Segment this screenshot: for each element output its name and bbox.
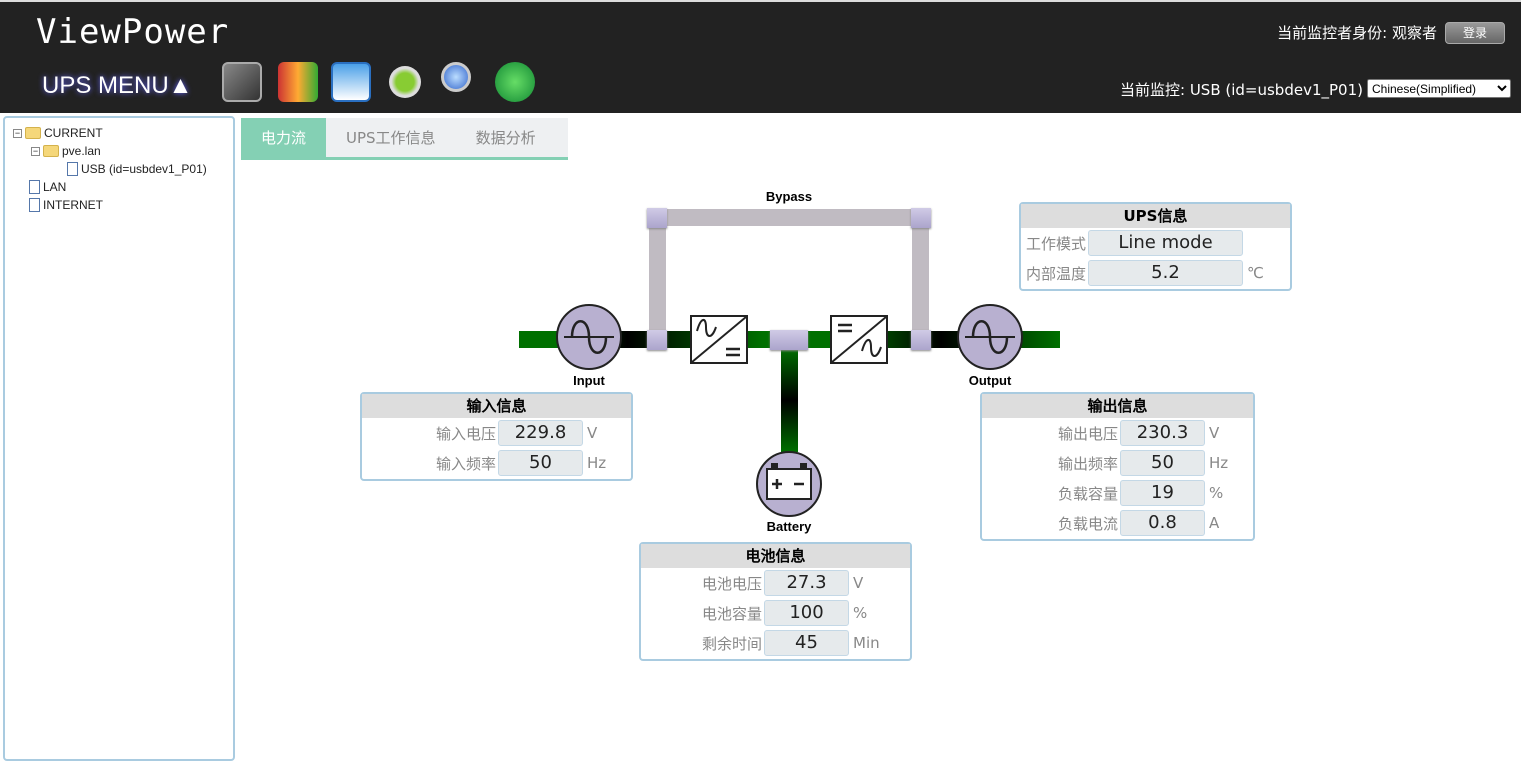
- gear-button-icon[interactable]: [389, 66, 421, 98]
- tree-item-device[interactable]: USB (id=usbdev1_P01): [67, 162, 207, 176]
- collapse-icon[interactable]: −: [31, 145, 40, 156]
- unit: Hz: [587, 454, 607, 472]
- login-button[interactable]: 登录: [1445, 22, 1505, 44]
- panel-title: UPS信息: [1021, 204, 1290, 228]
- document-icon: [29, 198, 40, 212]
- field-label: 剩余时间: [701, 634, 762, 653]
- battery-line: [781, 348, 798, 452]
- unit: ℃: [1247, 264, 1264, 282]
- tree-item-host[interactable]: −pve.lan: [31, 144, 101, 158]
- current-monitor-label: 当前监控: USB (id=usbdev1_P01): [1120, 81, 1363, 99]
- tab-ups-info[interactable]: UPS工作信息: [346, 129, 436, 147]
- unit: A: [1209, 514, 1220, 532]
- output-frequency-value: 50: [1120, 450, 1205, 476]
- battery-voltage-value: 27.3: [764, 570, 849, 596]
- tools-window-icon[interactable]: [331, 62, 371, 102]
- tree-item-internet[interactable]: INTERNET: [29, 198, 103, 212]
- field-label: 输出频率: [1057, 454, 1118, 473]
- document-icon: [67, 162, 78, 176]
- tree-item-lan[interactable]: LAN: [29, 180, 66, 194]
- bypass-line-left: [649, 209, 666, 339]
- input-label: Input: [573, 373, 605, 388]
- battery-capacity-value: 100: [764, 600, 849, 626]
- junction: [911, 208, 931, 228]
- refresh-icon[interactable]: [495, 62, 535, 102]
- input-voltage-value: 229.8: [498, 420, 583, 446]
- output-label: Output: [968, 373, 1012, 388]
- tab-power-flow[interactable]: 电力流: [241, 118, 327, 157]
- junction: [647, 330, 667, 350]
- field-label: 电池容量: [701, 604, 762, 623]
- junction: [770, 330, 808, 350]
- monitor-chart-icon[interactable]: [222, 62, 262, 102]
- bypass-line: [649, 209, 929, 226]
- panel-title: 输入信息: [362, 394, 631, 418]
- work-mode-value: Line mode: [1088, 230, 1243, 256]
- internal-temp-value: 5.2: [1088, 260, 1243, 286]
- bypass-label: Bypass: [765, 189, 813, 204]
- collapse-icon[interactable]: −: [13, 127, 22, 138]
- folder-icon: [25, 127, 41, 139]
- junction: [647, 208, 667, 228]
- tree-item-current[interactable]: −CURRENT: [13, 126, 103, 140]
- rectifier-icon: [690, 315, 748, 364]
- unit: Min: [853, 634, 880, 652]
- header: ViewPower UPS MENU▲ 当前监控者身份: 观察者 登录 当前监控…: [0, 0, 1521, 113]
- load-current-value: 0.8: [1120, 510, 1205, 536]
- tab-data-analysis[interactable]: 数据分析: [475, 129, 536, 147]
- unit: %: [853, 604, 868, 622]
- load-capacity-value: 19: [1120, 480, 1205, 506]
- input-ac-icon: [556, 304, 622, 370]
- panel-title: 电池信息: [641, 544, 910, 568]
- unit: Hz: [1209, 454, 1229, 472]
- unit: V: [587, 424, 598, 442]
- device-tree: −CURRENT −pve.lan USB (id=usbdev1_P01) L…: [3, 116, 235, 761]
- field-label: 负载电流: [1057, 514, 1118, 533]
- junction: [911, 330, 931, 350]
- folder-icon: [43, 145, 59, 157]
- books-chart-icon[interactable]: [278, 62, 318, 102]
- output-voltage-value: 230.3: [1120, 420, 1205, 446]
- document-icon: [29, 180, 40, 194]
- field-label: 输出电压: [1057, 424, 1118, 443]
- tab-bar: 电力流 UPS工作信息 数据分析: [241, 118, 568, 160]
- inverter-icon: [830, 315, 888, 364]
- bypass-line-right: [912, 209, 929, 339]
- unit: V: [853, 574, 864, 592]
- field-label: 工作模式: [1025, 234, 1086, 253]
- field-label: 输入电压: [435, 424, 496, 443]
- output-ac-icon: [957, 304, 1023, 370]
- battery-label: Battery: [766, 519, 812, 534]
- panel-title: 输出信息: [982, 394, 1253, 418]
- magnifier-icon[interactable]: [441, 62, 471, 92]
- unit: V: [1209, 424, 1220, 442]
- field-label: 输入频率: [435, 454, 496, 473]
- language-select[interactable]: Chinese(Simplified): [1367, 79, 1511, 98]
- remaining-time-value: 45: [764, 630, 849, 656]
- unit: %: [1209, 484, 1224, 502]
- field-label: 内部温度: [1025, 264, 1086, 283]
- input-frequency-value: 50: [498, 450, 583, 476]
- battery-icon: [756, 451, 822, 517]
- field-label: 负载容量: [1057, 484, 1118, 503]
- app-title: ViewPower: [36, 12, 230, 52]
- ups-menu-button[interactable]: UPS MENU▲: [42, 72, 193, 99]
- current-user-label: 当前监控者身份: 观察者: [1277, 24, 1437, 42]
- field-label: 电池电压: [701, 574, 762, 593]
